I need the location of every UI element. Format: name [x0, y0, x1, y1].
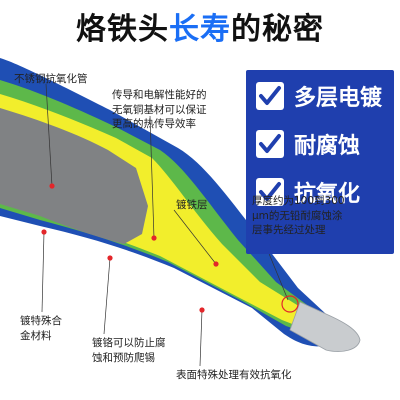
annotation-iron-layer: 镀铁层 [176, 199, 208, 211]
annotation-special-alloy: 镀特殊合 金材料 [20, 315, 62, 342]
feature-item: 多层电镀 [256, 78, 382, 114]
feature-item: 耐腐蚀 [256, 126, 360, 162]
feature-panel: 多层电镀 耐腐蚀 抗氧化 [246, 70, 394, 254]
page-title: 烙铁头长寿的秘密 [0, 4, 400, 48]
feature-label: 耐腐蚀 [294, 134, 361, 159]
copper-core [0, 108, 148, 244]
annotation-surface-treatment: 表面特殊处理有效抗氧化 [176, 369, 292, 381]
title-highlight: 长寿 [169, 12, 231, 47]
feature-item: 抗氧化 [256, 174, 360, 210]
annotation-chrome-layer: 镀铬可以防止腐 蚀和预防爬锡 [92, 337, 166, 364]
checkmark-icon [256, 130, 284, 158]
feature-label: 抗氧化 [294, 182, 361, 207]
title-part-1: 烙铁头 [76, 12, 169, 47]
annotation-copper-core: 传导和电解性能好的 无氧铜基材可以保证 更高的热传导效率 [112, 89, 207, 130]
feature-label: 多层电镀 [294, 86, 383, 111]
title-part-3: 的秘密 [231, 12, 324, 47]
coating-highlight-circle [281, 295, 299, 313]
annotation-thickness: 厚度约为100到300 μm的无铅耐腐蚀涂 层事先经过处理 [252, 195, 345, 236]
checkmark-icon [256, 178, 284, 206]
tip-end [289, 301, 361, 352]
annotation-stainless-tube: 不锈钢抗氧化管 [14, 73, 88, 85]
checkmark-icon [256, 82, 284, 110]
